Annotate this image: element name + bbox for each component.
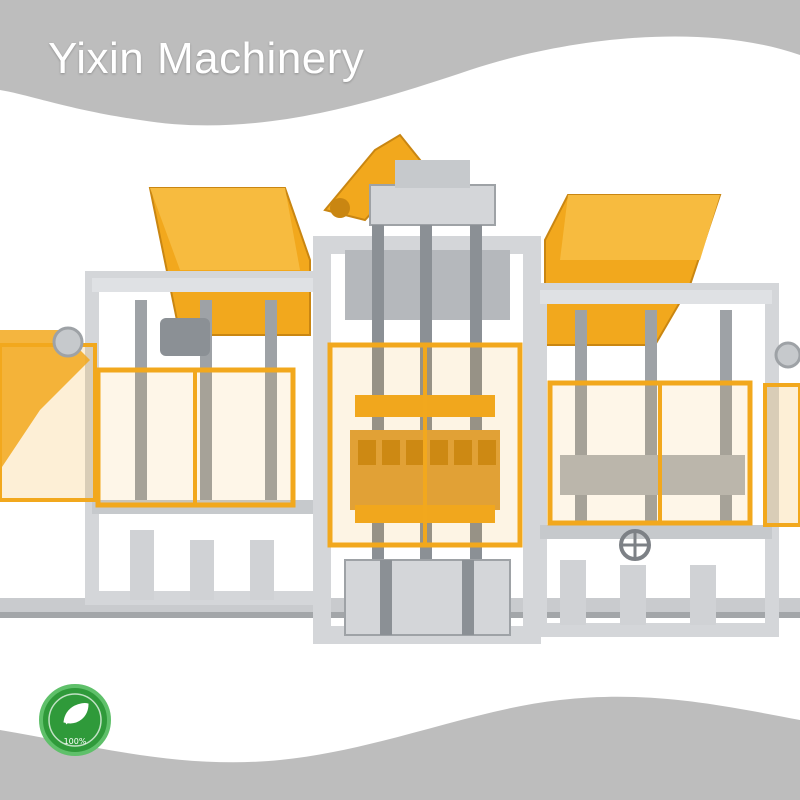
- quality-badge: 100%: [39, 684, 111, 756]
- left-motor: [160, 318, 210, 356]
- left-conveyor: [0, 326, 97, 502]
- leaf-icon: [63, 703, 89, 725]
- footer-wave-banner: [0, 696, 800, 800]
- left-feeding-unit: [85, 187, 327, 605]
- right-conveyor: [763, 341, 800, 527]
- top-swing-arm: [323, 133, 422, 222]
- brand-title: Yixin Machinery: [48, 34, 365, 83]
- center-press-unit: [313, 133, 541, 644]
- header-wave-banner: [0, 0, 800, 126]
- badge-label: 100%: [64, 737, 87, 746]
- right-safety-cage: [547, 380, 753, 526]
- right-feeding-unit: [533, 194, 779, 637]
